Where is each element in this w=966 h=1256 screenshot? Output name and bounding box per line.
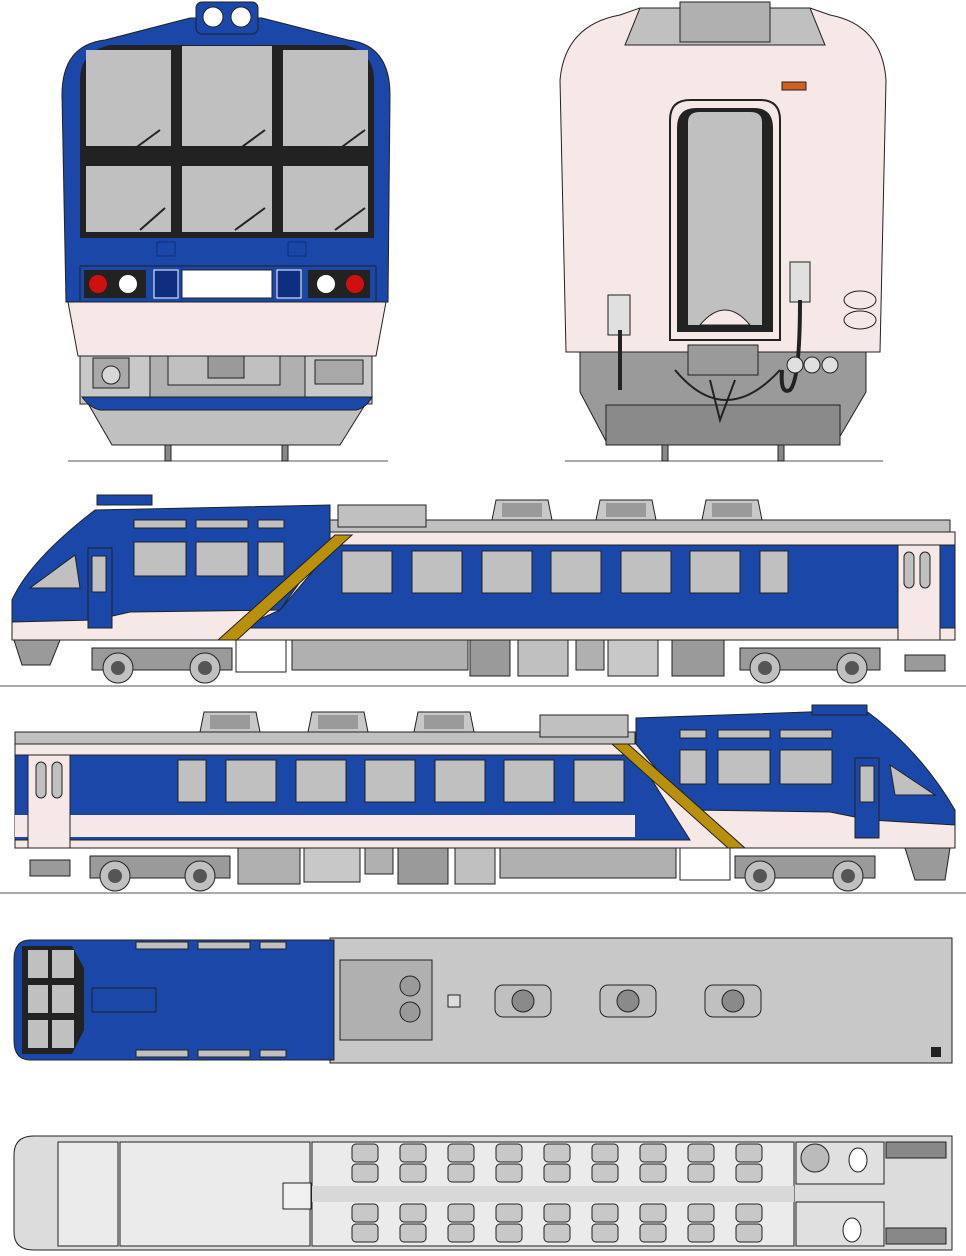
seat [447,1143,475,1163]
seat [591,1163,619,1183]
seat [399,1203,427,1223]
seat [687,1143,715,1163]
seat [351,1203,379,1223]
rear-end-view [559,1,887,462]
seat [639,1203,667,1223]
side-view-right [0,704,966,894]
seat [591,1223,619,1243]
roof-plan-view [13,937,953,1064]
seat [639,1163,667,1183]
seat [447,1203,475,1223]
seat [687,1163,715,1183]
seat [735,1143,763,1163]
seat [399,1163,427,1183]
front-end-view [61,1,391,462]
side-view-left [0,494,966,687]
seat [399,1143,427,1163]
seat [543,1203,571,1223]
seat [351,1223,379,1243]
seat [735,1163,763,1183]
seat [495,1223,523,1243]
floor-plan-view [13,1135,953,1251]
seat [591,1203,619,1223]
seat [495,1163,523,1183]
seat [447,1223,475,1243]
seat [447,1163,475,1183]
seat [543,1163,571,1183]
seat [543,1223,571,1243]
seat [351,1163,379,1183]
seat [639,1223,667,1243]
seat [495,1143,523,1163]
seat [543,1143,571,1163]
seat [687,1223,715,1243]
seat [399,1223,427,1243]
seat [495,1203,523,1223]
seat [735,1203,763,1223]
seat-grid [351,1143,763,1243]
seat [591,1143,619,1163]
seat [639,1143,667,1163]
seat [735,1223,763,1243]
seat [351,1143,379,1163]
seat [687,1203,715,1223]
